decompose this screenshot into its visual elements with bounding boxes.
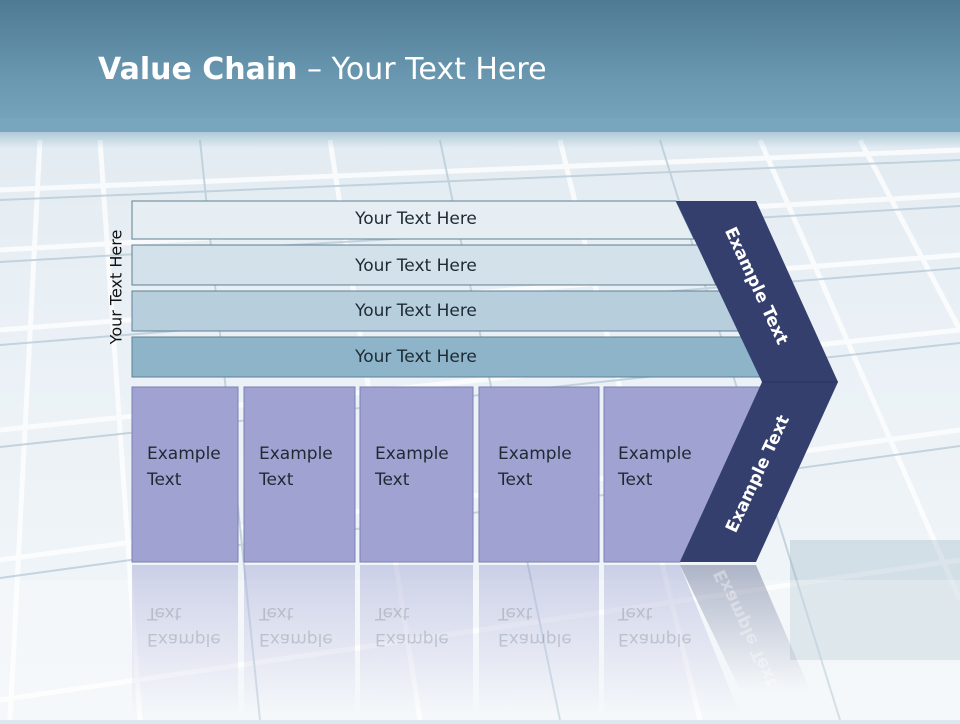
activity-box-label-2: Example Text: [259, 441, 359, 493]
activity-box-label-reflection: Example Text: [259, 600, 359, 652]
reflection-line: Example: [618, 629, 692, 649]
row-label-1: Your Text Here: [355, 209, 477, 229]
reflection-line: Example: [259, 629, 333, 649]
margin-chevron-reflection: [680, 565, 810, 690]
activity-box-reflection: [132, 565, 238, 715]
activity-box-4: [478, 386, 600, 563]
activity-box-reflection: [604, 565, 740, 715]
reflection-line: Text: [259, 603, 294, 623]
row-label-4: Your Text Here: [355, 347, 477, 367]
slide-title: Value Chain – Your Text Here: [98, 52, 547, 87]
activity-box-reflection: [479, 565, 599, 715]
reflection-line: Text: [618, 603, 653, 623]
reflection-line: Example: [375, 629, 449, 649]
activity-box-label-3: Example Text: [375, 441, 475, 493]
activity-box-label-5: Example Text: [618, 441, 718, 493]
activity-box-1: [131, 386, 239, 563]
row-bar-1: [131, 200, 695, 240]
activity-box-label-1: Example Text: [147, 441, 247, 493]
reflection-line: Example: [498, 629, 572, 649]
title-band-fade: [0, 118, 960, 148]
activity-box-label-line: Text: [618, 470, 653, 490]
reflection-line: Text: [147, 603, 182, 623]
activity-box-label-line: Example: [618, 444, 692, 464]
activity-box-label-line: Example: [498, 444, 572, 464]
activity-box-label-4: Example Text: [498, 441, 598, 493]
activity-box-reflection: [244, 565, 355, 715]
activity-box-label-line: Text: [259, 470, 294, 490]
activity-box-label-line: Example: [375, 444, 449, 464]
activity-box-label-reflection: Example Text: [375, 600, 475, 652]
slide-title-rest: – Your Text Here: [297, 52, 547, 87]
activity-box-label-line: Example: [259, 444, 333, 464]
row-label-2: Your Text Here: [355, 256, 477, 276]
activity-box-2: [243, 386, 356, 563]
activity-box-label-reflection: Example Text: [147, 600, 247, 652]
support-activities-label-text: Your Text Here: [106, 229, 126, 345]
activity-box-label-reflection: Example Text: [618, 600, 718, 652]
reflection-line: Example: [147, 629, 221, 649]
activity-box-label-line: Text: [375, 470, 410, 490]
activity-box-label-line: Text: [498, 470, 533, 490]
activity-box-label-line: Text: [147, 470, 182, 490]
title-band: [0, 0, 960, 132]
slide-title-bold: Value Chain: [98, 52, 298, 87]
row-label-3: Your Text Here: [355, 301, 477, 321]
activity-box-3: [359, 386, 474, 563]
activity-box-label-reflection: Example Text: [498, 600, 598, 652]
activity-box-label-line: Example: [147, 444, 221, 464]
reflection-line: Text: [375, 603, 410, 623]
reflection-line: Text: [498, 603, 533, 623]
activity-box-reflection: [360, 565, 473, 715]
